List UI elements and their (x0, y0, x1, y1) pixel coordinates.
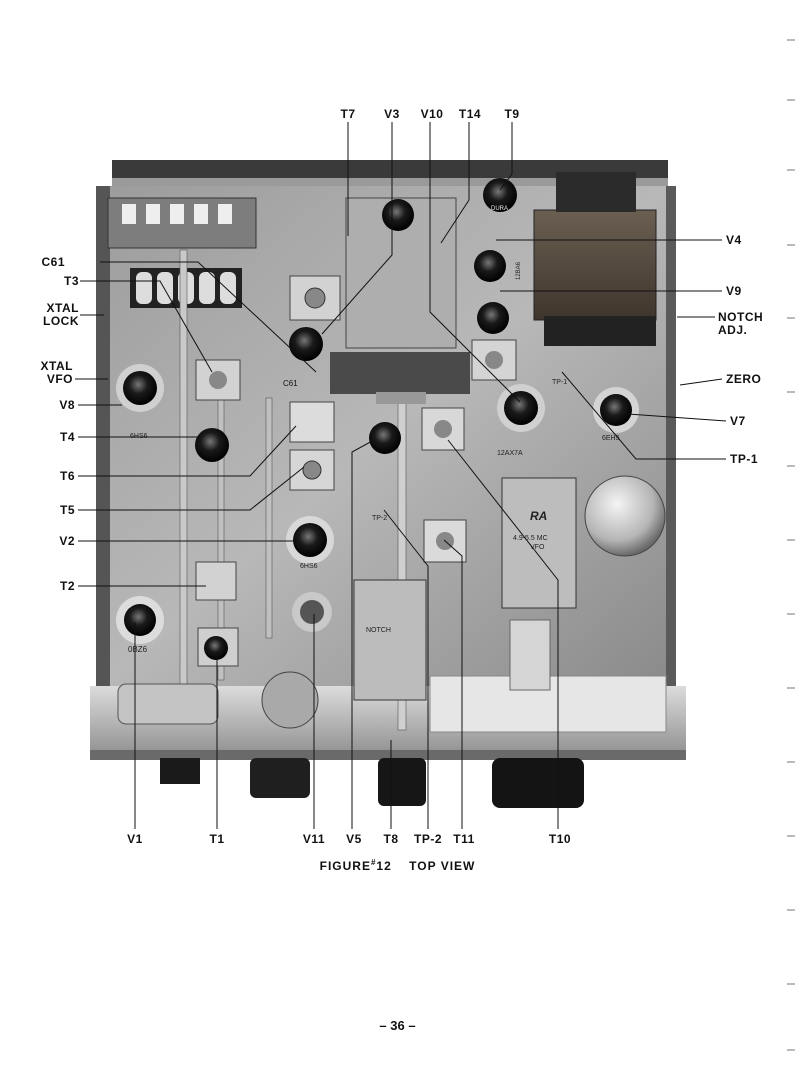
marking-vfo-freq: 4.9-5.5 MC (513, 535, 548, 542)
label-t2: T2 (59, 579, 75, 593)
marking-vfo-word: VFO (530, 544, 545, 551)
marking-dura: DURA (491, 206, 508, 212)
caption-title: TOP VIEW (409, 859, 476, 873)
vfo-box (501, 477, 577, 609)
page-number: – 36 – (379, 1018, 416, 1033)
marking-tp1: TP-1 (552, 379, 567, 386)
label-t8: T8 (383, 832, 399, 846)
label-t9: T9 (504, 107, 520, 121)
marking-12ax7a: 12AX7A (497, 450, 523, 457)
label-notch-adj: NOTCH ADJ. (718, 310, 764, 337)
label-xtal-lock: XTAL LOCK (43, 301, 79, 328)
label-v7: V7 (730, 414, 746, 428)
label-t1: T1 (209, 832, 225, 846)
marking-12ba6: 12BA6 (516, 261, 522, 280)
label-v5: V5 (346, 832, 362, 846)
caption-number: 12 (376, 859, 392, 873)
label-t4: T4 (59, 430, 75, 444)
label-v8: V8 (59, 398, 75, 412)
knob-2 (378, 758, 426, 806)
label-t7: T7 (340, 107, 356, 121)
back-panel (112, 160, 668, 182)
label-t10: T10 (548, 832, 572, 846)
leader-lines (75, 122, 727, 829)
figure-caption: FIGURE#12 TOP VIEW (0, 858, 795, 873)
label-v9: V9 (726, 284, 742, 298)
label-t6: T6 (59, 469, 75, 483)
label-c61: C61 (41, 255, 65, 269)
label-xtal-vfo: XTAL VFO (40, 359, 73, 386)
caption-symbol: # (370, 858, 377, 867)
marking-c61: C61 (283, 379, 298, 388)
label-v10: V10 (420, 107, 444, 121)
marking-tp2: TP-2 (372, 515, 387, 522)
edge-ticks (787, 39, 795, 1051)
label-zero: ZERO (726, 372, 762, 386)
label-tp1: TP-1 (730, 452, 759, 466)
label-t11: T11 (453, 832, 475, 846)
marking-6eh5: 6EH5 (602, 435, 620, 442)
marking-6hs6-mid: 6HS6 (300, 563, 318, 570)
label-v11: V11 (302, 832, 326, 846)
marking-notch: NOTCH (366, 627, 391, 634)
label-t5: T5 (59, 503, 75, 517)
label-t3: T3 (63, 274, 79, 288)
label-v4: V4 (726, 233, 742, 247)
knob-1 (250, 758, 310, 798)
power-transformer (533, 209, 657, 321)
marking-0bz6: 0BZ6 (128, 645, 148, 654)
label-v2: V2 (59, 534, 75, 548)
knob-main (492, 758, 584, 808)
label-tp2: TP-2 (413, 832, 443, 846)
label-t14: T14 (458, 107, 482, 121)
label-v3: V3 (384, 107, 400, 121)
label-v1: V1 (127, 832, 143, 846)
caption-prefix: FIGURE (319, 859, 371, 873)
marking-vfo-brand: RA (530, 509, 547, 523)
